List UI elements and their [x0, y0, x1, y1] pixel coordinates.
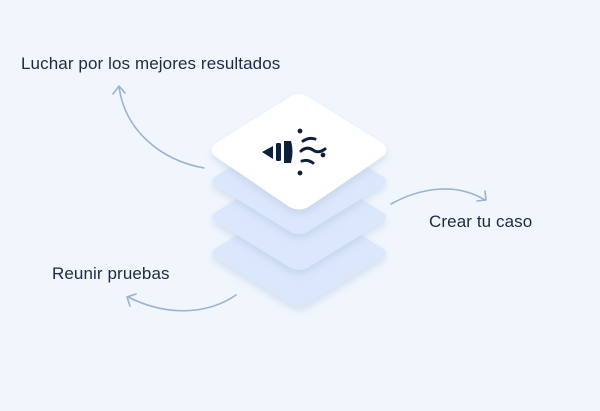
label-luchar-resultados: Luchar por los mejores resultados [21, 54, 281, 73]
stack-layer-top [211, 94, 387, 210]
megaphone-sound-icon [262, 128, 327, 176]
arrow-head-top [112, 85, 126, 95]
arrow-to-top-label [118, 86, 205, 169]
label-reunir-pruebas: Reunir pruebas [52, 264, 170, 283]
arrow-to-right-label [390, 188, 486, 205]
arrow-to-left-label [127, 294, 237, 312]
label-crear-caso: Crear tu caso [429, 212, 533, 231]
arrow-head-right [476, 190, 487, 202]
arrow-head-left [126, 293, 137, 307]
